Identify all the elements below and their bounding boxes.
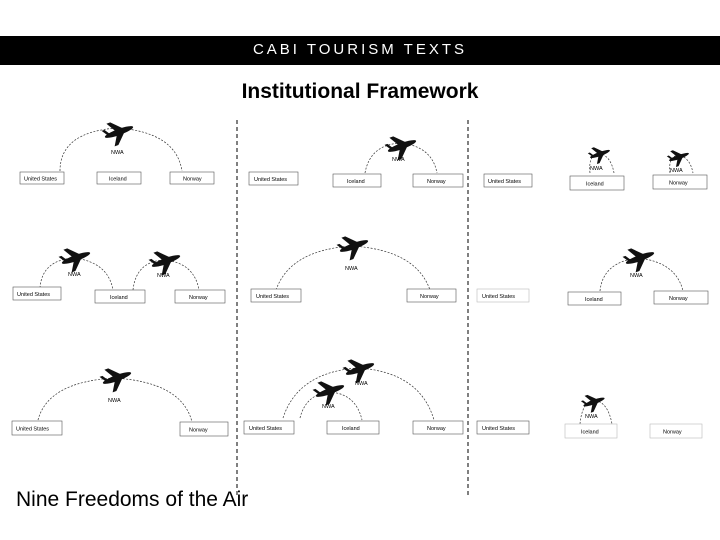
box-label-us: United States (16, 427, 49, 433)
plane-label: NWA (322, 404, 335, 410)
box-label-iceland: Iceland (109, 177, 127, 183)
plane-label: NWA (590, 166, 603, 172)
box-label-us: United States (482, 294, 515, 300)
plane-label: NWA (68, 272, 81, 278)
box-label-us: United States (249, 426, 282, 432)
plane-label: NWA (585, 414, 598, 420)
freedom-panel-4: United States Iceland Norway NWA NWA (12, 248, 226, 304)
plane-label: NWA (392, 157, 405, 163)
freedom-panel-7: United States Norway NWA (11, 368, 229, 437)
freedom-panel-2: United States Iceland Norway NWA (248, 136, 464, 188)
banner-title: CABI TOURISM TEXTS (252, 41, 468, 58)
freedom-panel-5: United States Norway NWA (250, 236, 457, 303)
airplane-icon (587, 147, 610, 165)
box-label-norway: Norway (420, 294, 439, 300)
plane-label: NWA (670, 168, 683, 174)
box-label-norway: Norway (189, 295, 208, 301)
header-banner: CABI TOURISM TEXTS (0, 36, 720, 65)
box-label-norway: Norway (669, 181, 688, 187)
airplane-icon (342, 359, 375, 384)
box-label-us: United States (488, 179, 521, 185)
box-label-iceland: Iceland (347, 179, 365, 185)
airplane-icon (312, 381, 345, 406)
box-label-norway: Norway (183, 177, 202, 183)
plane-label: NWA (355, 381, 368, 387)
diagram-caption: Nine Freedoms of the Air (16, 488, 249, 511)
plane-label: NWA (157, 273, 170, 279)
freedom-panel-9: United States Iceland Norway NWA (476, 394, 703, 439)
box-label-iceland: Iceland (585, 297, 603, 303)
box-label-norway: Norway (189, 428, 208, 434)
plane-label: NWA (111, 150, 124, 156)
plane-label: NWA (630, 273, 643, 279)
page-title: Institutional Framework (241, 80, 479, 103)
airplane-icon (148, 251, 181, 276)
box-label-norway: Norway (427, 426, 446, 432)
box-label-iceland: Iceland (342, 426, 360, 432)
box-label-iceland: Iceland (581, 430, 599, 436)
freedom-panel-8: United States Iceland Norway NWA NWA (243, 359, 464, 435)
freedom-panel-3: United States Iceland Norway NWA NWA (483, 147, 708, 191)
airplane-icon (384, 136, 417, 161)
freedom-panel-1: United States Iceland Norway NWA (19, 122, 215, 185)
box-label-iceland: Iceland (110, 295, 128, 301)
airplane-icon (622, 248, 655, 273)
airplane-icon (58, 248, 91, 273)
box-label-us: United States (482, 426, 515, 432)
airplane-icon (101, 122, 134, 147)
box-label-iceland: Iceland (586, 182, 604, 188)
box-label-norway: Norway (427, 179, 446, 185)
box-label-us: United States (17, 292, 50, 298)
airplane-icon (99, 368, 132, 393)
airplane-icon (666, 150, 689, 168)
box-label-norway: Norway (669, 296, 688, 302)
plane-label: NWA (108, 398, 121, 404)
plane-label: NWA (345, 266, 358, 272)
airplane-icon (580, 394, 605, 413)
box-label-us: United States (254, 177, 287, 183)
box-label-us: United States (24, 177, 57, 183)
box-label-norway: Norway (663, 430, 682, 436)
airplane-icon (336, 236, 369, 261)
freedom-panel-6: United States Iceland Norway NWA (476, 248, 709, 306)
box-label-us: United States (256, 294, 289, 300)
